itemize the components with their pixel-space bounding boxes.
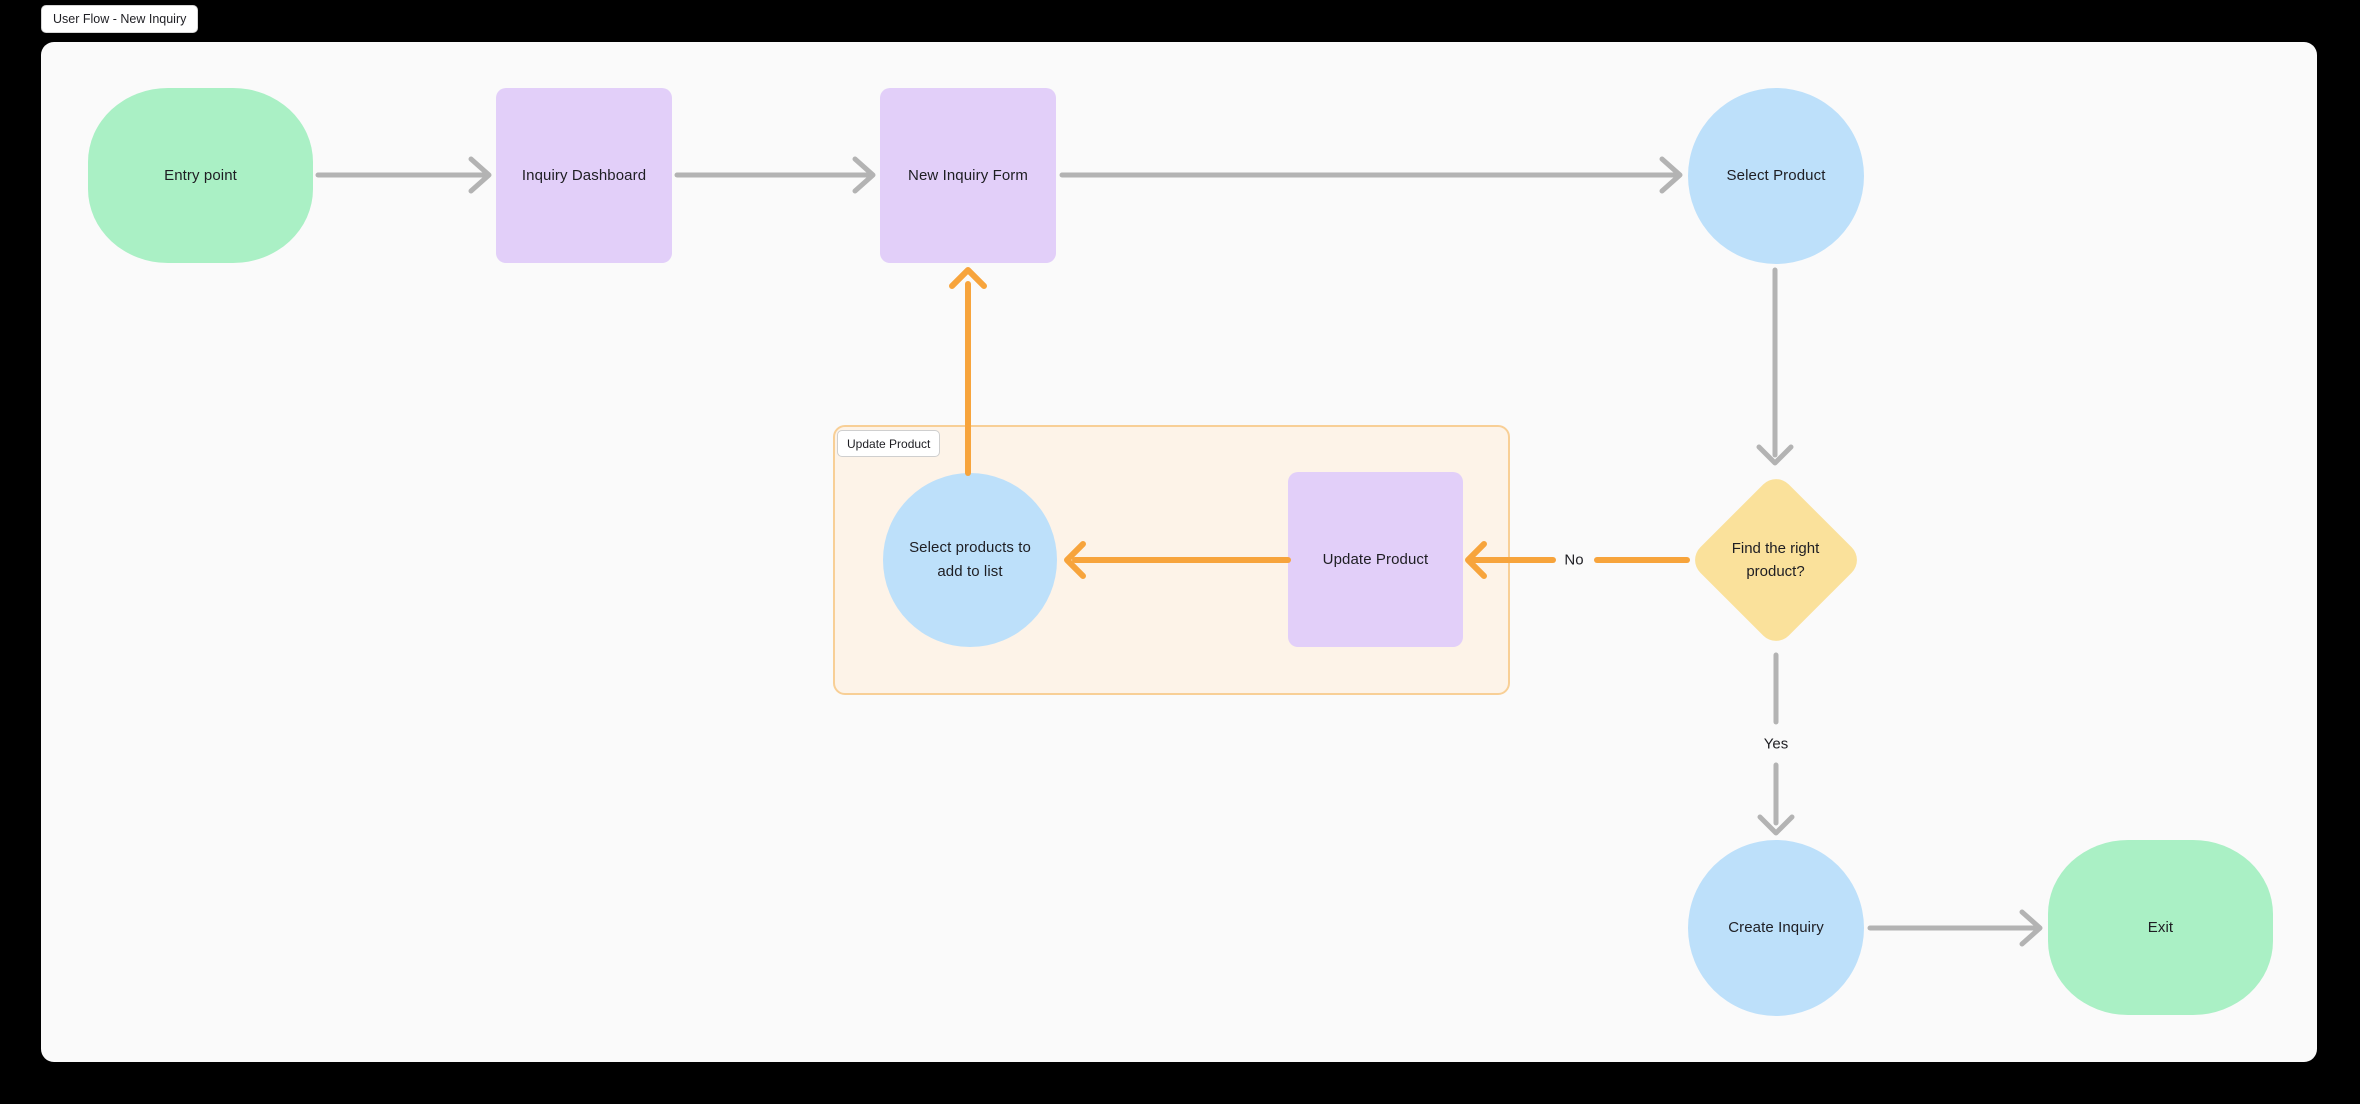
connector-select-product-to-decision[interactable] bbox=[1756, 267, 1794, 466]
group-label-badge[interactable]: Update Product bbox=[837, 430, 941, 457]
connector-create-inquiry-to-exit[interactable] bbox=[1867, 909, 2043, 947]
node-select-products-to-add-label: Select products to add to list bbox=[909, 539, 1031, 580]
node-inquiry-dashboard[interactable]: Inquiry Dashboard bbox=[496, 88, 672, 263]
decision-diamond-shape bbox=[1687, 471, 1864, 649]
node-select-product-label: Select Product bbox=[1726, 167, 1826, 184]
connector-entry-to-dashboard[interactable] bbox=[315, 156, 492, 194]
frame-title: User Flow - New Inquiry bbox=[53, 12, 187, 26]
node-entry-point-label: Entry point bbox=[164, 167, 237, 184]
frame-title-tab[interactable]: User Flow - New Inquiry bbox=[41, 5, 199, 33]
node-update-product[interactable]: Update Product bbox=[1288, 472, 1463, 647]
connector-form-to-select-product[interactable] bbox=[1059, 156, 1683, 194]
node-update-product-label: Update Product bbox=[1322, 551, 1429, 568]
group-label: Update Product bbox=[847, 436, 931, 451]
node-select-product[interactable]: Select Product bbox=[1688, 88, 1864, 264]
node-exit[interactable]: Exit bbox=[2048, 840, 2273, 1015]
node-find-right-product[interactable]: Find the right product? bbox=[1687, 471, 1864, 649]
connector-dashboard-to-form[interactable] bbox=[674, 156, 876, 194]
node-new-inquiry-form-label: New Inquiry Form bbox=[908, 167, 1028, 184]
node-select-products-to-add[interactable]: Select products to add to list bbox=[883, 473, 1057, 647]
node-inquiry-dashboard-label: Inquiry Dashboard bbox=[521, 167, 647, 184]
edge-label-no[interactable]: No bbox=[1564, 551, 1584, 569]
node-exit-label: Exit bbox=[2147, 919, 2174, 936]
node-entry-point[interactable]: Entry point bbox=[88, 88, 313, 263]
node-create-inquiry[interactable]: Create Inquiry bbox=[1688, 840, 1864, 1016]
node-create-inquiry-label: Create Inquiry bbox=[1728, 919, 1824, 936]
edge-label-yes[interactable]: Yes bbox=[1763, 735, 1789, 753]
node-new-inquiry-form[interactable]: New Inquiry Form bbox=[880, 88, 1056, 263]
whiteboard-canvas[interactable]: Update Product Entry point Inquiry Dashb… bbox=[41, 42, 2317, 1062]
